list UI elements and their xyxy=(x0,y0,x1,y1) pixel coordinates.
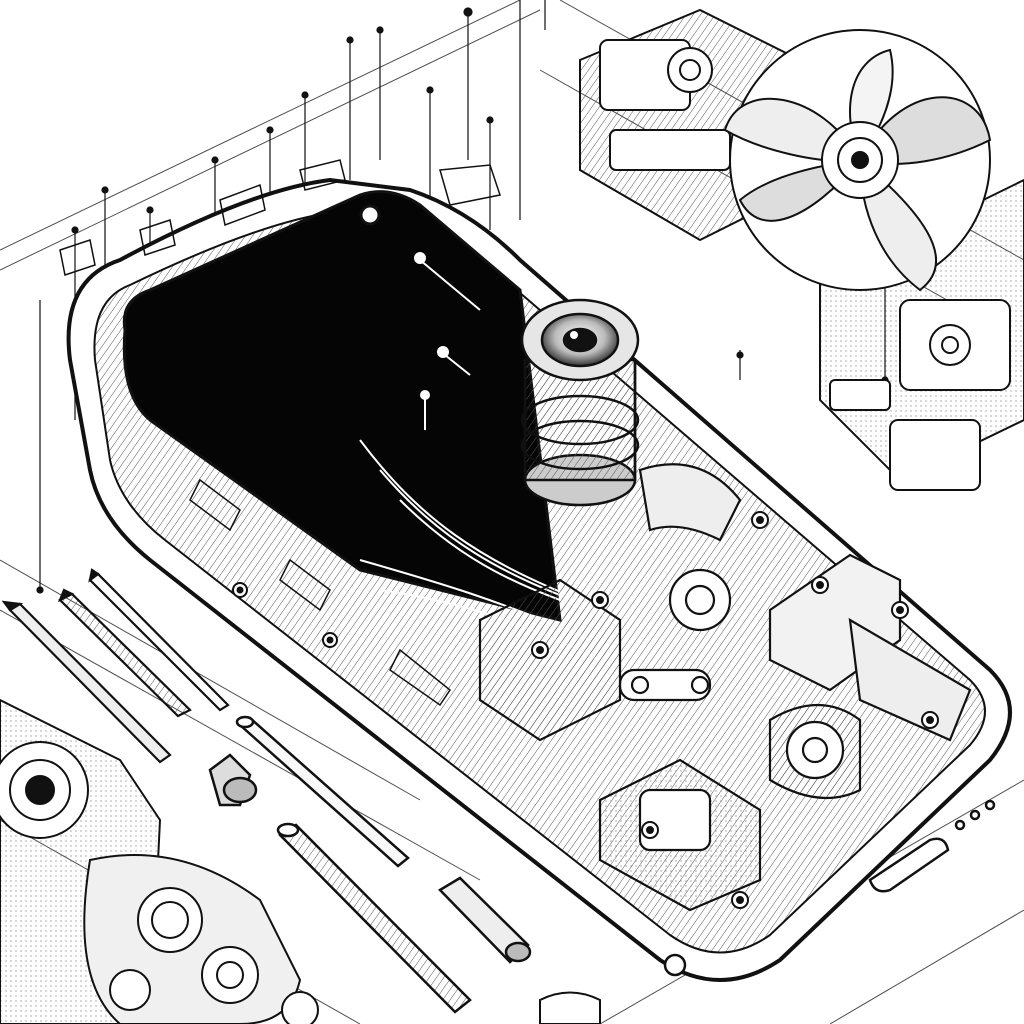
gear-icon xyxy=(232,511,939,909)
phone-screen xyxy=(122,190,562,622)
edge-detailing xyxy=(59,159,501,707)
screen-pins xyxy=(414,252,481,430)
cylinder-icon xyxy=(208,715,532,1014)
front-camera-dot xyxy=(359,204,381,226)
camera-lens-icon xyxy=(520,298,640,507)
bottom-ports xyxy=(663,799,996,977)
lower-left-panel xyxy=(0,698,601,1024)
pencil-icon xyxy=(1,568,230,764)
cooling-fan-icon xyxy=(723,29,992,292)
internal-mechanism xyxy=(478,463,972,912)
